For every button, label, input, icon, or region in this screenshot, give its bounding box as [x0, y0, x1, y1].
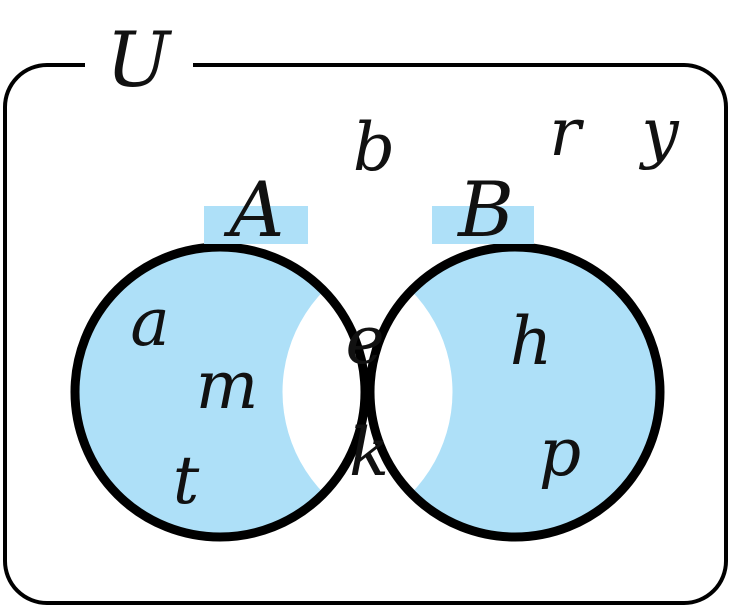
universe-box	[3, 63, 728, 605]
set-b-outline	[365, 242, 665, 542]
intersection-element: e	[345, 302, 384, 379]
set-b-element: h	[510, 303, 553, 380]
set-a-label: A	[224, 165, 285, 254]
outside-element: r	[549, 94, 584, 171]
universe-label: U	[106, 15, 173, 104]
set-a-fill	[75, 247, 365, 537]
set-a-label-gap	[204, 206, 308, 244]
set-b-label-gap	[432, 206, 534, 244]
outside-element: y	[638, 94, 679, 171]
intersection-element: k	[349, 414, 389, 491]
set-a-element: t	[173, 442, 200, 519]
set-b-label: B	[456, 165, 514, 254]
set-b-element: p	[539, 414, 581, 491]
set-a-element: m	[196, 347, 259, 424]
universe-label-gap	[85, 50, 193, 80]
set-b-fill	[370, 247, 660, 537]
outside-element: b	[353, 109, 395, 186]
set-a-outline	[70, 242, 370, 542]
set-a-element: a	[130, 284, 169, 361]
